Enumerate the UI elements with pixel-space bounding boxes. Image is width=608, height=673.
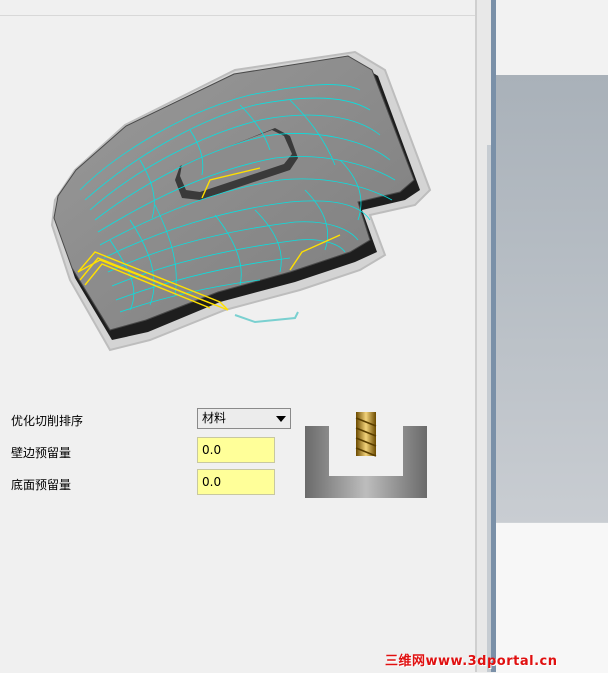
wall-stock-label: 壁边预留量 (11, 446, 72, 460)
floor-stock-input[interactable] (197, 469, 275, 495)
graphics-window (496, 0, 608, 673)
sort-dropdown[interactable]: 材料 (197, 408, 291, 429)
parameter-panel: 优化切削排序 材料 壁边预留量 底面预留量 (0, 15, 476, 498)
floor-stock-label: 底面预留量 (11, 478, 72, 492)
panel-border (475, 0, 476, 672)
graphics-lower-area (496, 522, 608, 673)
watermark-text: 三维网www.3dportal.cn (385, 654, 558, 669)
end-mill-in-pocket-image (305, 412, 427, 498)
graphics-toolbar-area (496, 0, 608, 75)
scrollbar-thumb[interactable] (487, 145, 493, 672)
sort-dropdown-value: 材料 (202, 411, 227, 425)
wall-stock-input[interactable] (197, 437, 275, 463)
graphics-viewport[interactable] (496, 75, 608, 522)
window-frame (491, 0, 496, 672)
chevron-down-icon[interactable] (276, 416, 286, 422)
panel-divider (0, 15, 476, 16)
sort-label: 优化切削排序 (11, 414, 84, 428)
toolpath-preview-image (50, 50, 432, 352)
